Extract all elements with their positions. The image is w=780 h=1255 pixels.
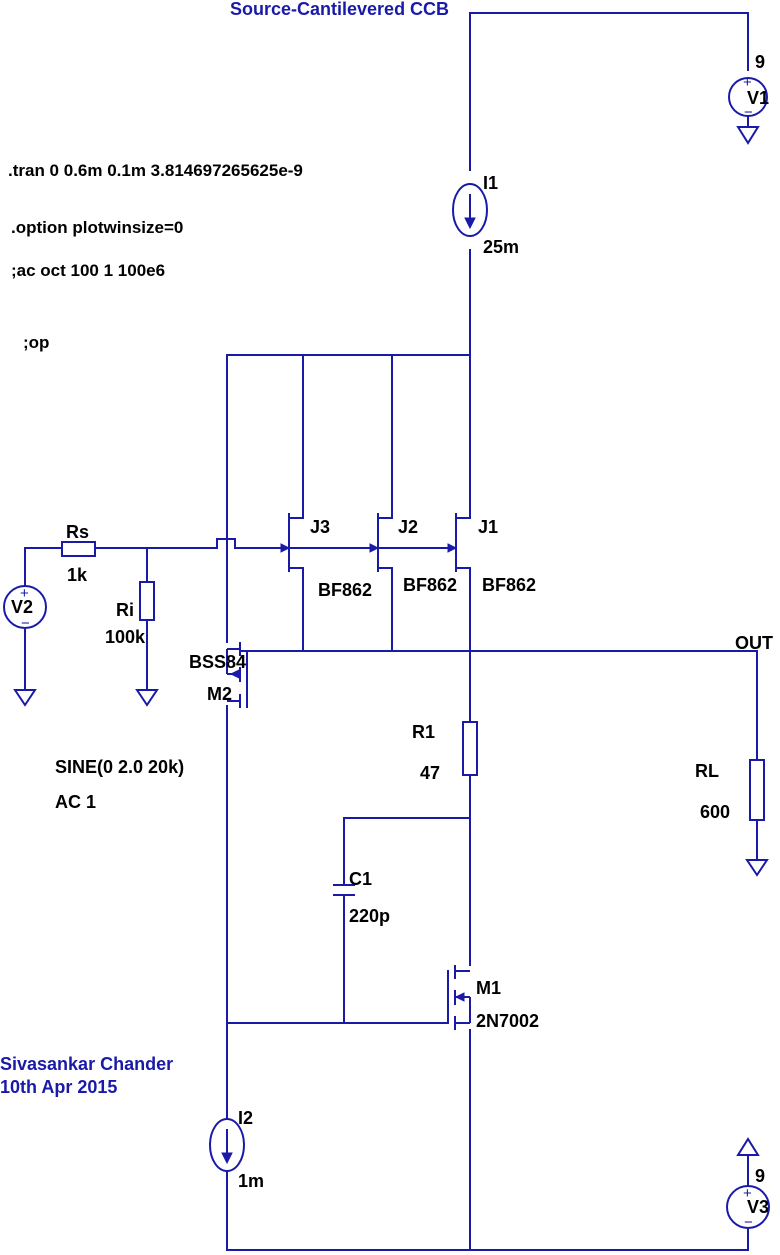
rl-ground-icon [745,859,769,877]
v1-plus-icon: + [743,74,752,91]
i1-arrow-icon [464,217,476,230]
m2-model: BSS84 [189,652,246,672]
m1-name: M1 [476,978,501,998]
rs-name: Rs [66,522,89,542]
v1-minus-icon: − [744,104,753,121]
m2-arrow-icon [229,669,240,679]
v1-ground-icon [736,126,760,145]
out-net-label: OUT [735,633,773,653]
r1-name: R1 [412,722,435,742]
v3-supply-flag-icon [736,1137,760,1156]
directive-op: ;op [23,333,49,352]
j1-gate-arrow-icon [447,543,458,553]
v2-value: SINE(0 2.0 20k) [55,757,184,777]
rl-value: 600 [700,802,730,822]
i1-name: I1 [483,173,498,193]
v1-source: + − V1 9 [728,52,769,145]
ri-value: 100k [105,627,146,647]
i2-arrow-icon [221,1152,233,1165]
rs-body [61,541,96,557]
rl-body [749,759,765,821]
directive-tran: .tran 0 0.6m 0.1m 3.814697265625e-9 [8,161,303,180]
j2-name: J2 [398,517,418,537]
jfet-j2: J2 BF862 [369,513,457,595]
j3-model: BF862 [318,580,372,600]
wire-top-rail [469,12,749,171]
i1-current-source: I1 25m [452,173,519,257]
i2-current-source: I2 1m [209,1108,264,1191]
v3-plus-icon: + [743,1185,752,1202]
j2-model: BF862 [403,575,457,595]
v2-plus-icon: + [20,585,29,602]
m2-name: M2 [207,684,232,704]
resistor-ri: Ri 100k [105,581,159,707]
v2-body [3,585,47,629]
mosfet-m1: M1 2N7002 [447,965,539,1031]
v2-minus-icon: − [21,615,30,632]
j3-name: J3 [310,517,330,537]
i2-value: 1m [238,1171,264,1191]
v3-minus-icon: − [744,1214,753,1231]
m1-model: 2N7002 [476,1011,539,1031]
c1-name: C1 [349,869,372,889]
rs-value: 1k [67,565,88,585]
rl-name: RL [695,761,719,781]
wire-c1-top [343,817,471,885]
jfet-j3: J3 BF862 [280,513,372,600]
jfet-j1: J1 BF862 [447,513,536,595]
resistor-r1: R1 47 [412,721,478,783]
wires [24,12,758,1251]
i2-name: I2 [238,1108,253,1128]
j1-name: J1 [478,517,498,537]
mosfet-m2: BSS84 M2 [189,642,248,708]
wire-gate-line [94,538,454,549]
r1-body [462,721,478,776]
r1-value: 47 [420,763,440,783]
v2-ac-value: AC 1 [55,792,96,812]
v1-name: V1 [747,88,769,108]
directive-ac: ;ac oct 100 1 100e6 [11,261,165,280]
directive-option: .option plotwinsize=0 [11,218,183,237]
j1-model: BF862 [482,575,536,595]
c1-value: 220p [349,906,390,926]
author-note: Sivasankar Chander [0,1054,173,1074]
m1-arrow-icon [454,992,465,1002]
v1-value: 9 [755,52,765,72]
wire-bottom-rail [226,1229,749,1251]
capacitor-c1: C1 220p [333,869,390,926]
v3-source: + − V3 9 [726,1137,770,1231]
resistor-rl: RL 600 [695,759,769,877]
v3-name: V3 [747,1197,769,1217]
ri-body [139,581,155,621]
v2-source: + − V2 SINE(0 2.0 20k) AC 1 [3,585,184,812]
date-note: 10th Apr 2015 [0,1077,117,1097]
j2-gate-arrow-icon [369,543,380,553]
j3-gate-arrow-icon [280,543,291,553]
resistor-rs: Rs 1k [61,522,96,585]
v2-ground-icon [13,689,37,707]
ri-ground-icon [135,689,159,707]
v3-body [726,1185,770,1229]
v3-value: 9 [755,1166,765,1186]
schematic-title: Source-Cantilevered CCB [230,0,449,19]
i1-value: 25m [483,237,519,257]
v2-name: V2 [11,597,33,617]
ri-name: Ri [116,600,134,620]
wire-v2-to-rs [24,547,63,586]
